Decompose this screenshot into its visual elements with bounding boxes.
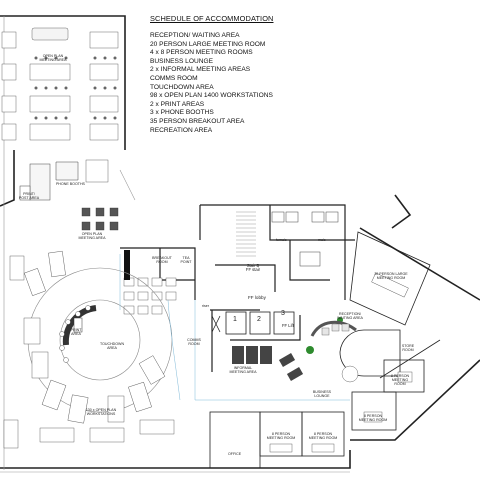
schedule-item: 35 PERSON BREAKOUT AREA (150, 117, 245, 125)
schedule-item: TOUCHDOWN AREA (150, 83, 214, 91)
large-meeting-table (371, 272, 409, 298)
meeting-tables-mid (81, 207, 119, 231)
lift-shafts (211, 311, 295, 335)
label-meeting-8-right: 8 PERSON MEETING ROOM (390, 374, 410, 387)
reception-seating (321, 323, 350, 336)
bottom-meeting-rooms (209, 411, 345, 469)
label-print-post-area: PRINT/ POST AREA (18, 192, 40, 201)
label-business-lounge: BUSINESS LOUNGE (312, 390, 332, 399)
schedule-of-accommodation: SCHEDULE OF ACCOMMODATION RECEPTION/ WAI… (150, 14, 470, 135)
label-ff-lobby: FF lobby (248, 295, 266, 300)
right-meeting-tables (341, 365, 413, 423)
wc-cubicles (271, 211, 339, 267)
label-breakout: BREAKOUT ROOM (152, 256, 172, 265)
label-phone-booths: PHONE BOOTHS (56, 182, 85, 186)
schedule-item: 98 x OPEN PLAN 1400 WORKSTATIONS (150, 92, 273, 100)
workstation-clusters-top (1, 27, 119, 183)
exterior-walls (0, 15, 480, 469)
label-riser: riser (202, 304, 209, 308)
large-meeting-room (349, 231, 431, 326)
label-meeting-8-b: 8 PERSON MEETING ROOM (308, 432, 338, 441)
label-office: OFFICE (228, 452, 242, 456)
touchdown-ring (62, 305, 97, 346)
label-touchdown: TOUCHDOWN AREA (99, 342, 125, 351)
touchdown-stools (59, 305, 91, 363)
schedule-item: 2 x PRINT AREAS (150, 100, 205, 108)
label-store: STORE ROOM (401, 344, 415, 353)
reception-desk (310, 320, 357, 337)
label-informal: INFORMAL MEETING AREA (229, 366, 257, 375)
schedule-item: 2 x INFORMAL MEETING AREAS (150, 66, 251, 74)
label-workstations: 130 x OPEN PLAN WORKSTATIONS (85, 408, 117, 417)
phone-booths (19, 161, 79, 201)
label-print-area-mid: PRINT AREA (70, 328, 82, 337)
informal-seating (232, 346, 304, 381)
bottom-meeting-tables (269, 443, 335, 453)
label-lift-3: 3 (281, 310, 285, 317)
stair-treads (236, 211, 256, 257)
label-female: female (276, 238, 287, 242)
workstation-clusters-circle (3, 250, 175, 449)
breakout-counter (124, 250, 130, 280)
label-stair-b: Stair B FF stair (245, 263, 261, 273)
print-area-block (73, 317, 83, 333)
label-male: male (318, 238, 326, 242)
workstation-chairs-top (34, 56, 117, 120)
label-tea-point: TEA POINT (180, 256, 192, 265)
schedule-item: BUSINESS LOUNGE (150, 57, 214, 65)
schedule-item: COMMS ROOM (150, 74, 198, 82)
schedule-item: RECEPTION/ WAITING AREA (150, 32, 240, 39)
label-meeting-8-a: 8 PERSON MEETING ROOM (266, 432, 296, 441)
glazing-line (0, 16, 350, 473)
schedule-item: RECREATION AREA (150, 126, 213, 134)
schedule-item: 3 x PHONE BOOTHS (150, 109, 214, 117)
label-open-plan-top: OPEN PLAN MEETING AREA (39, 54, 67, 63)
schedule-item: 4 x 8 PERSON MEETING ROOMS (150, 49, 253, 57)
label-comms: COMMS ROOM (187, 338, 201, 347)
label-large-meeting: 20 PERSON LARGE MEETING ROOM (374, 272, 408, 281)
label-open-plan-mid: OPEN PLAN MEETING AREA (78, 232, 106, 241)
breakout-tables (123, 277, 177, 315)
core-walls (120, 204, 355, 372)
label-meeting-8-right2: 8 PERSON MEETING ROOM (358, 414, 388, 423)
schedule-item: 20 PERSON LARGE MEETING ROOM (150, 40, 266, 48)
schedule-title: SCHEDULE OF ACCOMMODATION (150, 14, 274, 23)
corridor-lines (119, 254, 350, 401)
label-ff-lift: FF Lift (282, 323, 294, 328)
label-reception: RECEPTION/ WAITING AREA (337, 312, 363, 321)
label-lift-1: 1 (233, 316, 237, 323)
label-lift-2: 2 (257, 316, 261, 323)
